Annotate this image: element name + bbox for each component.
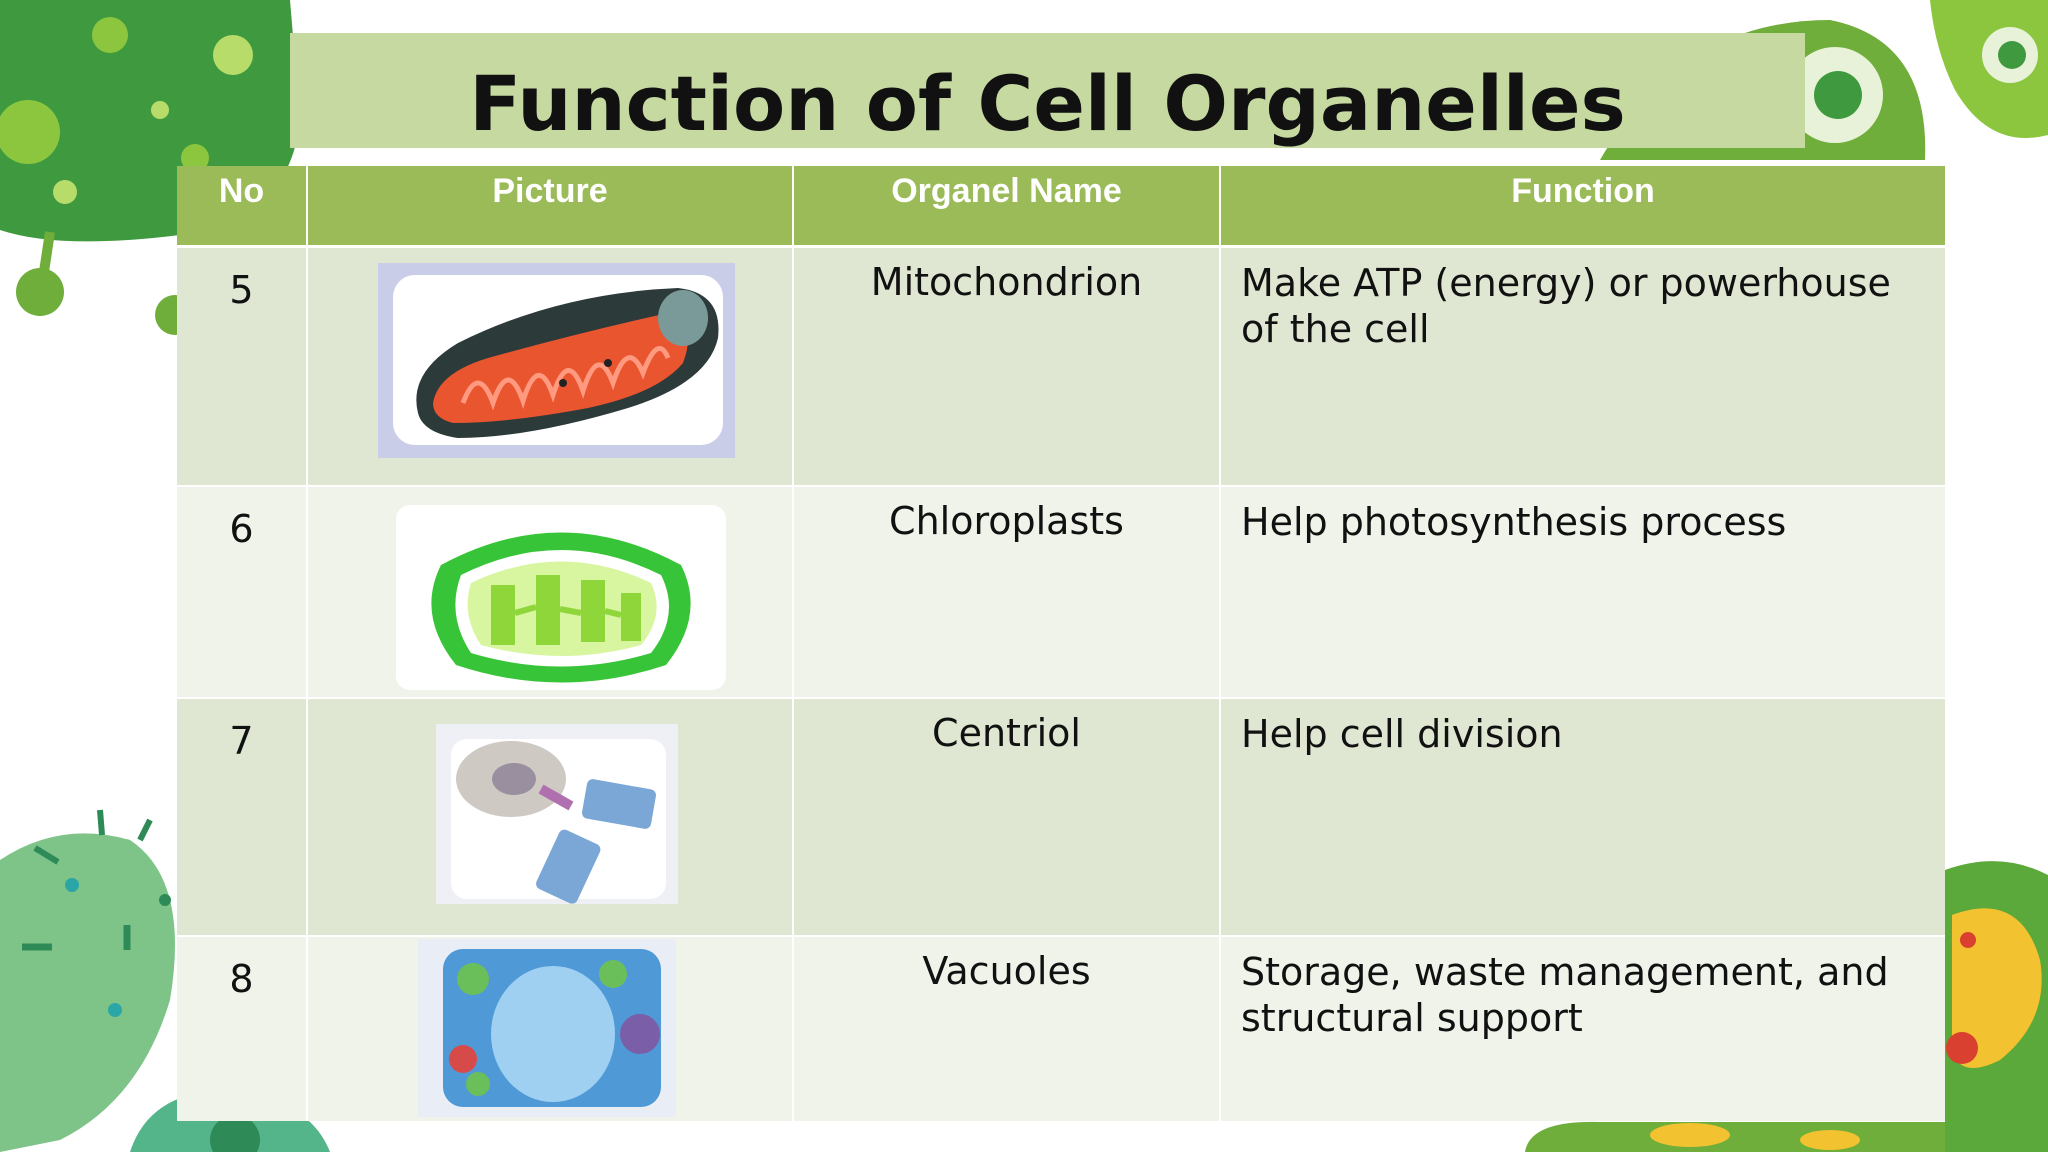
table-row: 6 Chloroplasts Help photosynthesis proce… [177, 485, 1945, 698]
organelle-function: Make ATP (energy) or powerhouse of the c… [1219, 245, 1945, 486]
header-no: No [177, 166, 307, 248]
slide-title: Function of Cell Organelles [469, 59, 1626, 148]
chloroplast-diagram [396, 505, 726, 690]
header-picture: Picture [306, 166, 793, 248]
organelle-table: No Picture Organel Name Function 5 Mitoc… [177, 166, 1945, 1121]
organelle-name: Vacuoles [792, 935, 1220, 1121]
title-band [290, 33, 1805, 148]
organelle-function: Help cell division [1219, 697, 1945, 936]
table-row: 7 Centriol Help cell division [177, 697, 1945, 936]
table-header-row: No Picture Organel Name Function [177, 166, 1945, 248]
organelle-name: Mitochondrion [792, 245, 1220, 486]
row-number: 8 [177, 935, 307, 1121]
organelle-function: Storage, waste management, and structura… [1219, 935, 1945, 1121]
organelle-name: Chloroplasts [792, 485, 1220, 698]
table-row: 8 Vacuoles Storage, waste management, an… [177, 935, 1945, 1121]
picture-cell [306, 245, 793, 486]
vacuole-diagram [418, 939, 676, 1117]
organelle-function: Help photosynthesis process [1219, 485, 1945, 698]
row-number: 6 [177, 485, 307, 698]
picture-cell [306, 697, 793, 936]
row-number: 7 [177, 697, 307, 936]
picture-cell [306, 935, 793, 1121]
header-function: Function [1219, 166, 1945, 248]
organelle-name: Centriol [792, 697, 1220, 936]
mitochondrion-image [378, 262, 735, 458]
row-number: 5 [177, 245, 307, 486]
centriol-diagram [436, 724, 678, 904]
header-organel-name: Organel Name [792, 166, 1220, 248]
picture-cell [306, 485, 793, 698]
table-row: 5 Mitochondrion Make ATP (energy) or pow… [177, 245, 1945, 486]
